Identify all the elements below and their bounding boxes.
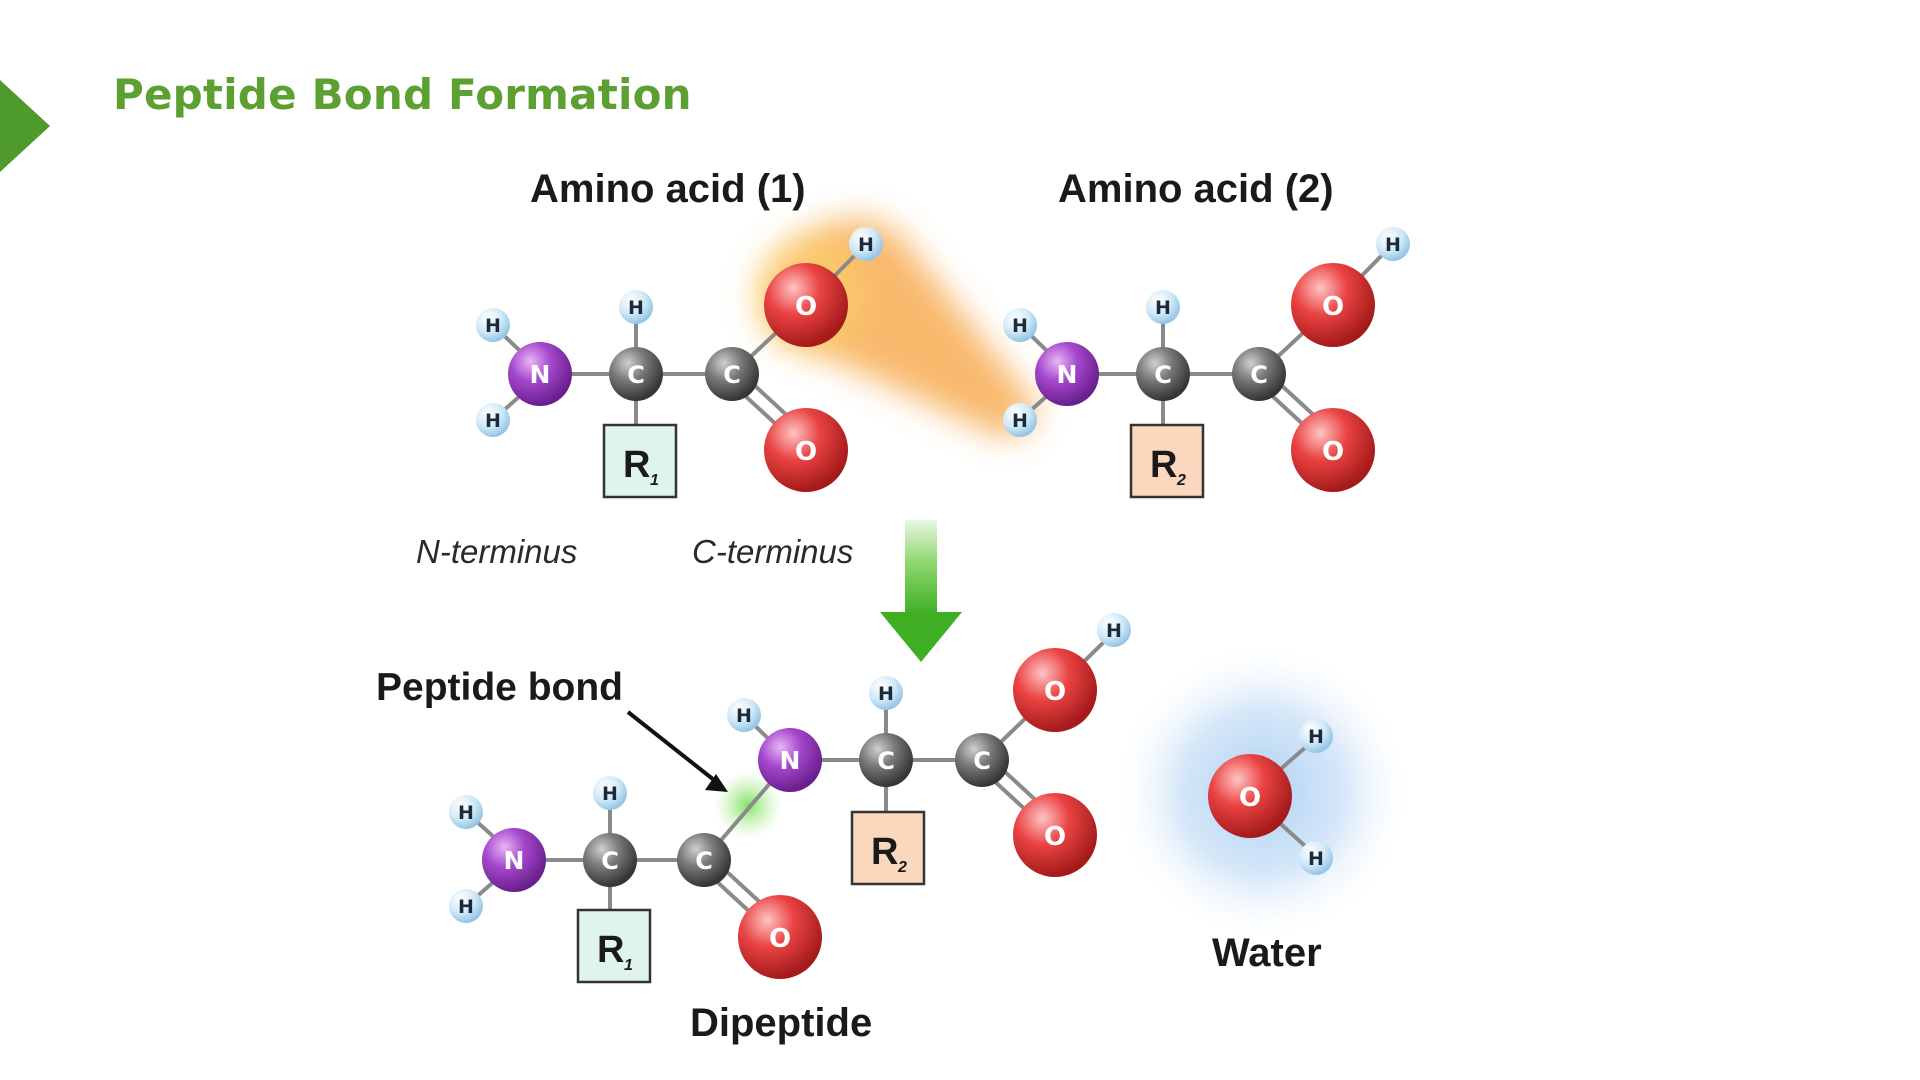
svg-text:H: H	[1308, 726, 1324, 748]
peptide-bond-label: Peptide bond	[376, 666, 623, 709]
aa1-hydrogen-top-left: H	[476, 308, 510, 342]
svg-text:R: R	[597, 929, 624, 971]
svg-text:H: H	[485, 315, 501, 337]
svg-text:H: H	[736, 705, 752, 727]
aa2-hydroxyl-hydrogen: H	[1376, 227, 1410, 261]
r1-box: R 1	[602, 423, 678, 499]
svg-text:O: O	[1044, 677, 1066, 707]
svg-text:N: N	[530, 360, 551, 389]
aa2-carboxyl-carbon: C	[1232, 347, 1286, 401]
dipeptide-carboxyl-carbon: C	[955, 733, 1009, 787]
svg-text:N: N	[780, 746, 801, 775]
aa1-hydrogen-alpha: H	[619, 290, 653, 324]
svg-text:O: O	[795, 292, 817, 322]
svg-text:O: O	[1044, 822, 1066, 852]
water-oxygen: O	[1208, 754, 1292, 838]
svg-text:O: O	[769, 924, 791, 954]
dipeptide-hydrogen-top-left: H	[449, 795, 483, 829]
aa2-hydrogen-bottom-left: H	[1003, 403, 1037, 437]
aa1-hydrogen-bottom-left: H	[476, 403, 510, 437]
svg-text:N: N	[504, 846, 525, 875]
r2-box: R 2	[1129, 423, 1205, 499]
aa1-carbonyl-oxygen: O	[764, 408, 848, 492]
svg-text:R: R	[623, 444, 650, 486]
dipeptide-label: Dipeptide	[690, 1001, 872, 1045]
svg-text:H: H	[458, 802, 474, 824]
dipeptide-hydrogen-alpha-2: H	[869, 676, 903, 710]
svg-text:H: H	[858, 234, 874, 256]
svg-text:C: C	[723, 361, 741, 389]
svg-text:O: O	[1322, 292, 1344, 322]
water-hydrogen-top: H	[1299, 719, 1333, 753]
svg-text:1: 1	[650, 472, 659, 489]
dipeptide-hydrogen-alpha-1: H	[593, 776, 627, 810]
aa1-alpha-carbon: C	[609, 347, 663, 401]
dipeptide-carbonyl-carbon: C	[677, 833, 731, 887]
svg-text:H: H	[1012, 315, 1028, 337]
aa1-hydroxyl-oxygen: O	[764, 263, 848, 347]
svg-text:H: H	[628, 297, 644, 319]
dipeptide-hydrogen-bottom-left: H	[449, 889, 483, 923]
svg-text:H: H	[1385, 234, 1401, 256]
aa2-nitrogen: N	[1035, 342, 1099, 406]
n-terminus-label: N-terminus	[416, 533, 577, 570]
dipeptide-alpha-carbon-1: C	[583, 833, 637, 887]
slide-title: Peptide Bond Formation	[113, 70, 692, 119]
amino-acid-2-label: Amino acid (2)	[1058, 167, 1334, 211]
svg-text:H: H	[1012, 410, 1028, 432]
water-hydrogen-bottom: H	[1299, 841, 1333, 875]
svg-text:O: O	[1322, 437, 1344, 467]
svg-text:C: C	[695, 847, 713, 875]
dipeptide-r2-box: R 2	[850, 810, 926, 886]
dipeptide-nitrogen-2: N	[758, 728, 822, 792]
svg-text:H: H	[878, 683, 894, 705]
svg-text:C: C	[877, 747, 895, 775]
svg-text:2: 2	[897, 859, 907, 876]
svg-text:R: R	[871, 831, 898, 873]
dipeptide-r1-box: R 1	[576, 908, 652, 984]
aa2-carbonyl-oxygen: O	[1291, 408, 1375, 492]
amino-acid-1-label: Amino acid (1)	[530, 167, 806, 211]
svg-text:O: O	[795, 437, 817, 467]
dipeptide-hydroxyl-oxygen: O	[1013, 648, 1097, 732]
svg-text:C: C	[627, 361, 645, 389]
svg-text:H: H	[458, 896, 474, 918]
svg-text:H: H	[1308, 848, 1324, 870]
svg-text:C: C	[1154, 361, 1172, 389]
aa1-nitrogen: N	[508, 342, 572, 406]
svg-text:H: H	[485, 410, 501, 432]
svg-text:C: C	[1250, 361, 1268, 389]
peptide-bond-pointer	[626, 710, 728, 792]
aa2-hydroxyl-oxygen: O	[1291, 263, 1375, 347]
svg-text:C: C	[601, 847, 619, 875]
aa2-hydrogen-top-left: H	[1003, 308, 1037, 342]
svg-text:H: H	[1106, 620, 1122, 642]
aa1-hydroxyl-hydrogen: H	[849, 227, 883, 261]
svg-text:R: R	[1150, 444, 1177, 486]
aa2-alpha-carbon: C	[1136, 347, 1190, 401]
svg-text:N: N	[1057, 360, 1078, 389]
svg-text:O: O	[1239, 783, 1261, 813]
svg-text:1: 1	[624, 957, 633, 974]
dipeptide-carboxyl-oxygen: O	[1013, 793, 1097, 877]
svg-text:C: C	[973, 747, 991, 775]
svg-text:H: H	[1155, 297, 1171, 319]
c-terminus-label: C-terminus	[692, 533, 853, 570]
aa1-carboxyl-carbon: C	[705, 347, 759, 401]
reaction-arrow	[880, 520, 962, 662]
water-label: Water	[1212, 931, 1322, 975]
dipeptide-hydroxyl-hydrogen: H	[1097, 613, 1131, 647]
dipeptide-nitrogen-1: N	[482, 828, 546, 892]
dipeptide-amide-hydrogen: H	[727, 698, 761, 732]
aa2-hydrogen-alpha: H	[1146, 290, 1180, 324]
dipeptide-alpha-carbon-2: C	[859, 733, 913, 787]
dipeptide-carbonyl-oxygen: O	[738, 895, 822, 979]
slide-marker-triangle	[0, 80, 50, 172]
svg-text:H: H	[602, 783, 618, 805]
svg-text:2: 2	[1176, 472, 1186, 489]
